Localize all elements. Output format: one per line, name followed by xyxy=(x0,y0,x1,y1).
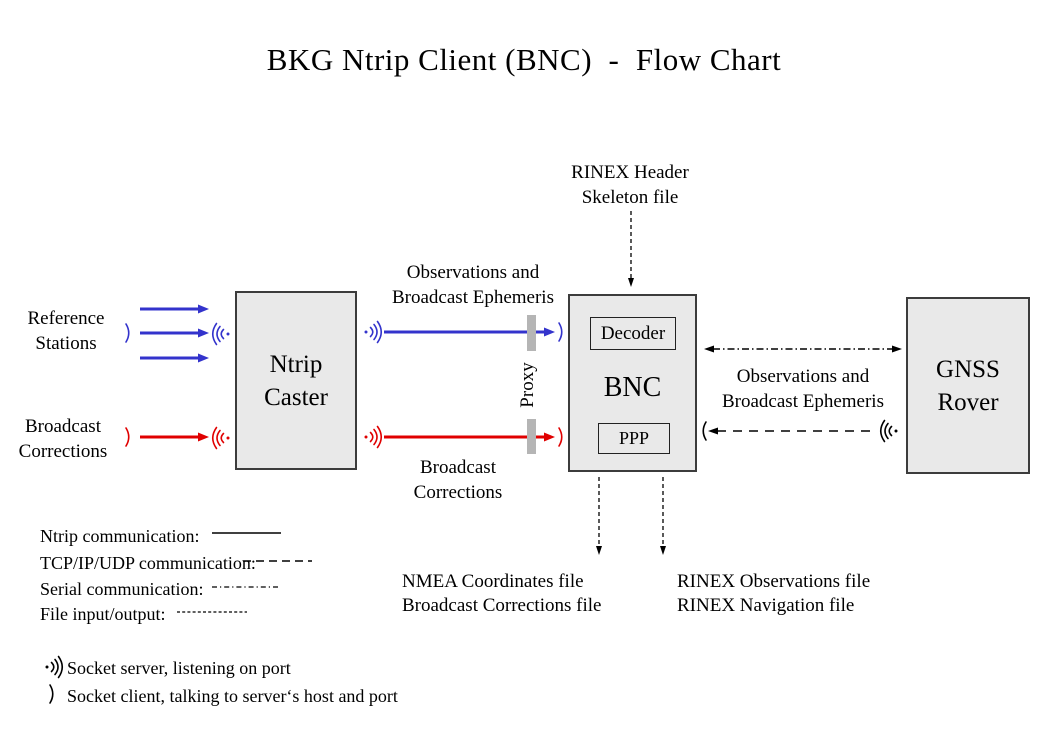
observations-right-label: Observations and Broadcast Ephemeris xyxy=(700,364,906,414)
socket-client-icon-bnc-corr xyxy=(558,427,563,447)
legend-ntrip-label: Ntrip communication: xyxy=(40,526,200,546)
socket-server-icon-caster-corr-out xyxy=(363,425,383,449)
socket-client-icon-corrections xyxy=(125,427,130,447)
socket-client-legend-icon xyxy=(49,684,54,704)
broadcast-corrections-mid-line2: Corrections xyxy=(413,482,503,503)
ppp-label: PPP xyxy=(618,428,650,448)
rinex-header-skeleton-label: RINEX Header Skeleton file xyxy=(525,160,735,210)
decoder-label: Decoder xyxy=(600,322,666,344)
socket-server-icon-rover xyxy=(879,419,899,443)
legend-serial-label: Serial communication: xyxy=(40,579,204,599)
legend-tcp-label: TCP/IP/UDP communication: xyxy=(40,553,256,573)
broadcast-corrections-in-line1: Broadcast xyxy=(25,416,101,437)
nmea-output-line1: NMEA Coordinates file xyxy=(402,571,584,592)
broadcast-corrections-mid-label: Broadcast Corrections xyxy=(398,455,518,505)
socket-server-icon-caster-obs-in xyxy=(211,322,231,346)
rinex-output-label: RINEX Observations file RINEX Navigation… xyxy=(677,570,870,618)
proxy-label: Proxy xyxy=(517,362,538,408)
socket-server-icon-caster-obs-out xyxy=(363,320,383,344)
decoder-box: Decoder xyxy=(590,317,676,350)
reference-stations-line1: Reference xyxy=(27,308,105,329)
gnss-rover-box: GNSS Rover xyxy=(906,297,1030,474)
ntrip-caster-box: Ntrip Caster xyxy=(235,291,357,470)
rinex-output-line2: RINEX Navigation file xyxy=(677,595,855,616)
nmea-output-line2: Broadcast Corrections file xyxy=(402,595,602,616)
observations-top-line2: Broadcast Ephemeris xyxy=(392,287,554,308)
observations-top-label: Observations and Broadcast Ephemeris xyxy=(368,260,578,310)
nmea-output-label: NMEA Coordinates file Broadcast Correcti… xyxy=(402,570,601,618)
socket-server-legend-icon xyxy=(44,655,64,679)
bnc-label: BNC xyxy=(603,372,662,403)
legend-file-label: File input/output: xyxy=(40,604,166,624)
chart-title: BKG Ntrip Client (BNC) - Flow Chart xyxy=(266,42,782,77)
observations-right-line1: Observations and xyxy=(736,366,870,387)
rinex-header-line1: RINEX Header xyxy=(571,162,689,183)
ntrip-caster-label-line1: Ntrip xyxy=(269,350,323,378)
rinex-output-line1: RINEX Observations file xyxy=(677,571,871,592)
broadcast-corrections-mid-line1: Broadcast xyxy=(420,457,496,478)
rinex-header-line2: Skeleton file xyxy=(581,187,679,208)
socket-client-icon-reference xyxy=(125,323,130,343)
proxy-bar-top xyxy=(527,315,536,351)
proxy-bar-bottom xyxy=(527,419,536,454)
ppp-box: PPP xyxy=(598,423,670,454)
observations-right-line2: Broadcast Ephemeris xyxy=(722,391,884,412)
legend-socket-client-label: Socket client, talking to server‘s host … xyxy=(67,686,398,706)
socket-client-icon-bnc-obs xyxy=(558,322,563,342)
gnss-rover-label-line2: Rover xyxy=(937,388,999,416)
reference-stations-line2: Stations xyxy=(35,333,97,354)
gnss-rover-label-line1: GNSS xyxy=(936,355,1000,383)
broadcast-corrections-in-line2: Corrections xyxy=(18,441,108,462)
bnc-box: Decoder BNC PPP xyxy=(568,294,697,472)
ntrip-caster-label-line2: Caster xyxy=(264,383,328,411)
socket-client-icon-bnc-rover xyxy=(702,421,707,441)
legend-socket-server-label: Socket server, listening on port xyxy=(67,658,291,678)
observations-top-line1: Observations and xyxy=(406,262,540,283)
reference-stations-label: Reference Stations xyxy=(8,306,124,356)
broadcast-corrections-in-label: Broadcast Corrections xyxy=(2,414,124,464)
socket-server-icon-caster-corr-in xyxy=(211,426,231,450)
